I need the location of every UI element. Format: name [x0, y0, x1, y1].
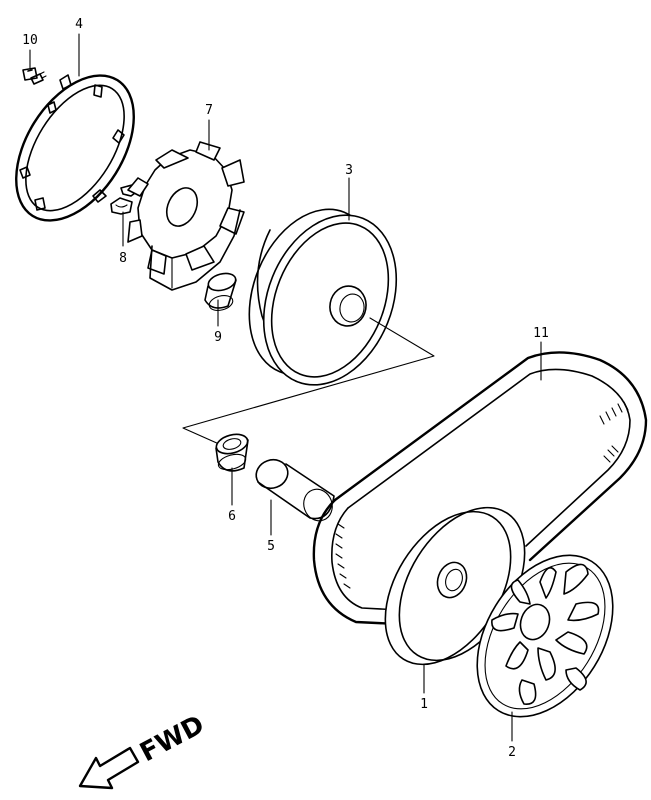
- leader-lines: [29, 33, 542, 742]
- part-3-movable-drive-face: [248, 208, 398, 386]
- part-6-collar: [215, 433, 249, 472]
- part-7-ramp-plate: [127, 141, 245, 291]
- part-11-v-belt: [312, 351, 648, 626]
- label-part-9: 9: [214, 330, 222, 345]
- part-9-roller: [204, 272, 237, 311]
- label-part-6: 6: [228, 509, 236, 524]
- part-labels: 10 4 7 3 8 9 11 6 5 1 2: [22, 17, 549, 760]
- label-part-10: 10: [22, 33, 38, 48]
- part-4-cover-ring: [15, 74, 135, 222]
- label-part-7: 7: [205, 103, 213, 118]
- shaft-axis-connector: [182, 317, 435, 449]
- part-10-screw: [22, 67, 47, 85]
- fwd-label: FWD: [135, 710, 209, 768]
- part-2-fan: [476, 554, 614, 718]
- label-part-1: 1: [420, 697, 428, 712]
- label-part-2: 2: [508, 745, 516, 760]
- label-part-3: 3: [345, 163, 353, 178]
- part-5-sleeve: [255, 458, 335, 522]
- arrow-left-icon: [78, 746, 140, 790]
- label-part-5: 5: [267, 539, 275, 554]
- part-1-fixed-drive-face: [384, 506, 526, 666]
- label-part-11: 11: [533, 326, 549, 341]
- forward-direction-indicator: FWD: [78, 710, 209, 790]
- label-part-4: 4: [75, 17, 83, 32]
- label-part-8: 8: [119, 251, 127, 266]
